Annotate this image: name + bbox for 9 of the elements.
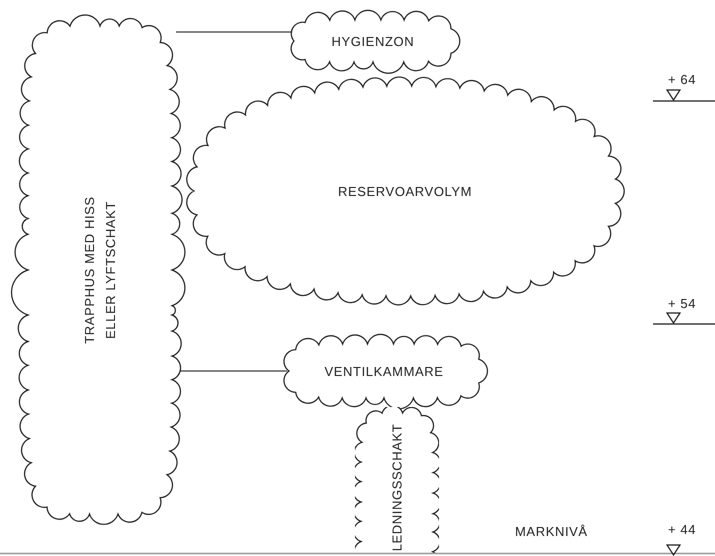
node-label: RESERVOARVOLYM [338, 184, 472, 198]
node-label: TRAPPHUS MED HISS ELLER LYFTSCHAKT [81, 195, 119, 346]
ground-level-label: MARKNIVÅ [515, 524, 588, 539]
node-label: LEDNINGSSCHAKT [389, 423, 404, 551]
node-label: HYGIENZON [332, 34, 414, 48]
level-label: + 54 [668, 296, 696, 311]
level-label: + 44 [668, 522, 696, 537]
level-label: + 64 [668, 72, 696, 87]
node-label: VENTILKAMMARE [324, 364, 444, 378]
